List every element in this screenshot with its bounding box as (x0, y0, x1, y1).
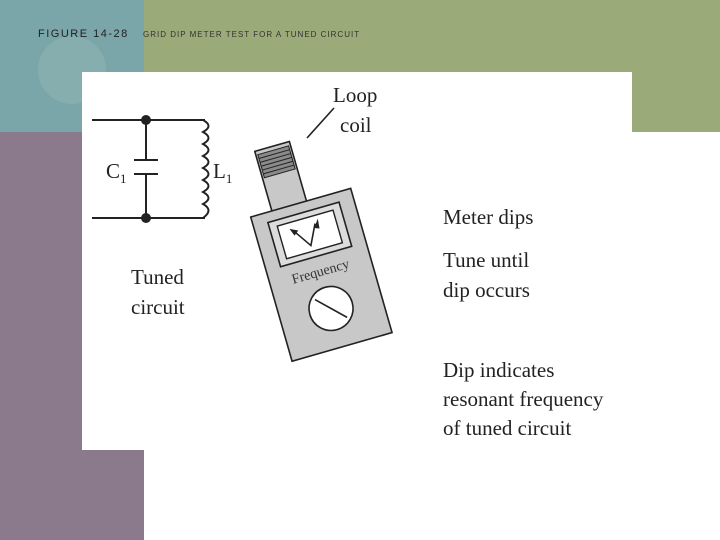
loop-label-line1: Loop (333, 83, 378, 107)
meter-needle (293, 223, 316, 248)
tuning-dial-marker (314, 298, 348, 319)
meter-needle-head-right (314, 218, 320, 229)
note-tune-line2: dip occurs (443, 278, 530, 302)
loop-label-line2: coil (340, 113, 372, 137)
circuit-label-line1: Tuned (131, 265, 184, 289)
dip-meter: Frequency (249, 140, 394, 363)
note-dip-line1: Dip indicates (443, 358, 555, 382)
meter-window-inner (276, 209, 344, 260)
figure-caption: GRID DIP METER TEST FOR A TUNED CIRCUIT (143, 30, 361, 39)
note-dip-line3: of tuned circuit (443, 416, 572, 440)
junction-dot-bottom (141, 213, 151, 223)
note-dip-line2: resonant frequency (443, 387, 604, 411)
note-tune-line1: Tune until (443, 248, 530, 272)
loop-pointer-line (306, 107, 335, 139)
note-meter-dips: Meter dips (443, 205, 534, 229)
figure-label: FIGURE 14-28 (38, 28, 129, 40)
inductor-coil (200, 119, 210, 219)
inductor-label: L1 (213, 159, 233, 187)
junction-dot-top (141, 115, 151, 125)
capacitor-label: C1 (106, 159, 127, 187)
circuit-label-line2: circuit (131, 295, 185, 319)
meter-needle-head-left (289, 228, 299, 236)
